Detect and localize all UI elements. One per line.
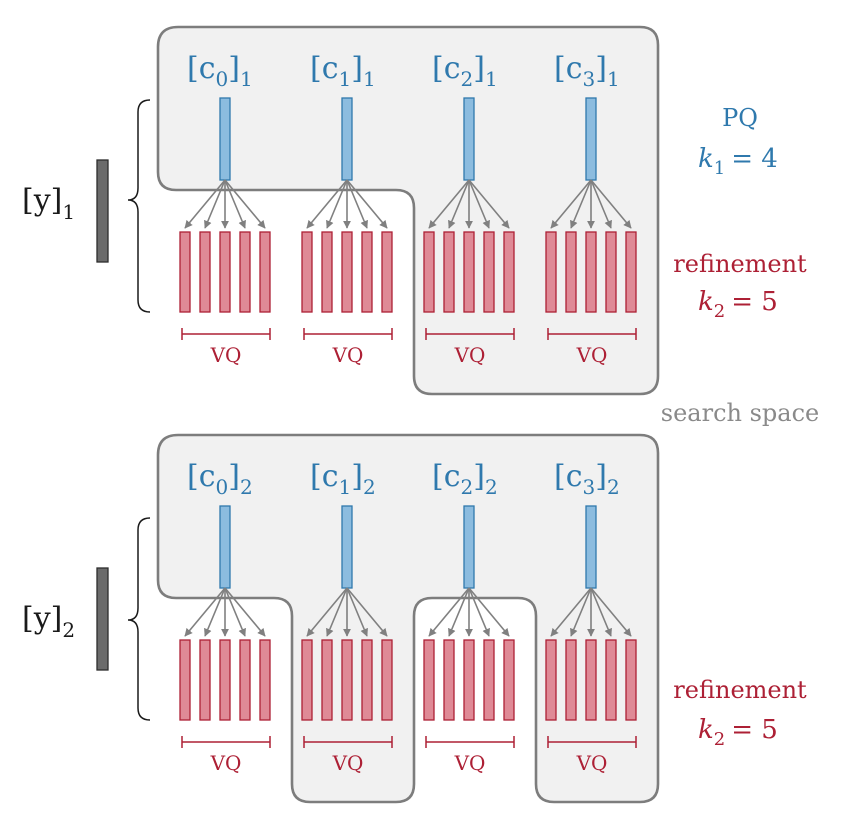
centroid-bar-c2-2: [463, 505, 475, 589]
refinement-bar: [483, 639, 495, 721]
refinement-bar: [503, 639, 515, 721]
refinement-bar: [423, 639, 435, 721]
refinement-bar: [341, 639, 353, 721]
centroid-label-c2-2: [c2]2: [432, 459, 498, 499]
panel-1: [y]1 [c0]1 VQ [c1]1: [22, 51, 807, 367]
centroid-label-c3-2: [c3]2: [554, 459, 620, 499]
column-c1-2: [c1]2 VQ: [301, 459, 393, 775]
refinement-bar: [341, 231, 353, 313]
vq-label-c0-1: VQ: [210, 343, 242, 367]
centroid-bar-c2-1: [463, 97, 475, 181]
column-c3-1: [c3]1 VQ: [545, 51, 637, 367]
vq-label-c3-2: VQ: [576, 751, 608, 775]
centroid-bar-c0-2: [219, 505, 231, 589]
column-c3-2: [c3]2 VQ: [545, 459, 637, 775]
refinement-bar: [259, 639, 271, 721]
refinement-label-2: refinement: [673, 676, 807, 704]
refinement-bar: [463, 639, 475, 721]
refinement-bar: [483, 231, 495, 313]
y-label-1: [y]1: [22, 183, 75, 224]
centroid-label-c3-1: [c3]1: [554, 51, 620, 91]
refinement-bar: [585, 231, 597, 313]
vq-label-c2-2: VQ: [454, 751, 486, 775]
search-space-region-1: [156, 25, 660, 396]
refinement-bar: [199, 639, 211, 721]
centroid-bar-c3-2: [585, 505, 597, 589]
vq-label-c3-1: VQ: [576, 343, 608, 367]
refinement-bar: [199, 231, 211, 313]
refinement-bar: [361, 639, 373, 721]
refinement-bar: [239, 639, 251, 721]
refinement-bar: [361, 231, 373, 313]
y-label-2: [y]2: [22, 601, 75, 642]
query-subvector-2: [96, 567, 109, 671]
refinement-bar: [179, 639, 191, 721]
refinement-bar: [219, 231, 231, 313]
k1-label: k1= 4: [698, 144, 778, 179]
refinement-bar: [625, 231, 637, 313]
refinement-bar: [545, 639, 557, 721]
refinement-label-1: refinement: [673, 250, 807, 278]
column-c2-1: [c2]1 VQ: [423, 51, 515, 367]
refinement-bar: [443, 231, 455, 313]
column-c0-1: [c0]1 VQ: [179, 51, 271, 367]
search-space-label: search space: [661, 399, 819, 427]
centroid-bar-c3-1: [585, 97, 597, 181]
refinement-bar: [585, 639, 597, 721]
column-c2-2: [c2]2 VQ: [423, 459, 515, 775]
centroid-label-c1-1: [c1]1: [310, 51, 376, 91]
centroid-label-c0-2: [c0]2: [187, 459, 253, 499]
refinement-bar: [239, 231, 251, 313]
refinement-bar: [381, 639, 393, 721]
search-space-region-2: [156, 433, 660, 804]
refinement-bar: [565, 639, 577, 721]
centroid-label-c2-1: [c2]1: [432, 51, 498, 91]
pq-label: PQ: [722, 104, 758, 132]
vq-label-c1-1: VQ: [332, 343, 364, 367]
refinement-bar: [259, 231, 271, 313]
refinement-bar: [565, 231, 577, 313]
refinement-bar: [625, 639, 637, 721]
brace-2: [127, 517, 151, 721]
refinement-bar: [301, 639, 313, 721]
query-subvector-1: [96, 159, 109, 263]
centroid-bar-c1-1: [341, 97, 353, 181]
vq-label-c0-2: VQ: [210, 751, 242, 775]
refinement-bar: [463, 231, 475, 313]
refinement-bar: [179, 231, 191, 313]
centroid-bar-c0-1: [219, 97, 231, 181]
centroid-bar-c1-2: [341, 505, 353, 589]
refinement-bar: [605, 639, 617, 721]
column-c1-1: [c1]1 VQ: [301, 51, 393, 367]
refinement-bar: [443, 639, 455, 721]
brace-1: [127, 99, 151, 313]
vq-label-c2-1: VQ: [454, 343, 486, 367]
refinement-bar: [321, 639, 333, 721]
panel-2: [y]2 [c0]2 VQ [c1]2: [22, 459, 807, 775]
refinement-bar: [219, 639, 231, 721]
refinement-bar: [301, 231, 313, 313]
k2-label-2: k2= 5: [698, 715, 778, 750]
refinement-bar: [381, 231, 393, 313]
refinement-bar: [321, 231, 333, 313]
refinement-bar: [605, 231, 617, 313]
refinement-bar: [545, 231, 557, 313]
refinement-bar: [423, 231, 435, 313]
vq-label-c1-2: VQ: [332, 751, 364, 775]
centroid-label-c1-2: [c1]2: [310, 459, 376, 499]
k2-label-1: k2= 5: [698, 287, 778, 322]
centroid-label-c0-1: [c0]1: [187, 51, 253, 91]
refinement-bar: [503, 231, 515, 313]
column-c0-2: [c0]2 VQ: [179, 459, 271, 775]
